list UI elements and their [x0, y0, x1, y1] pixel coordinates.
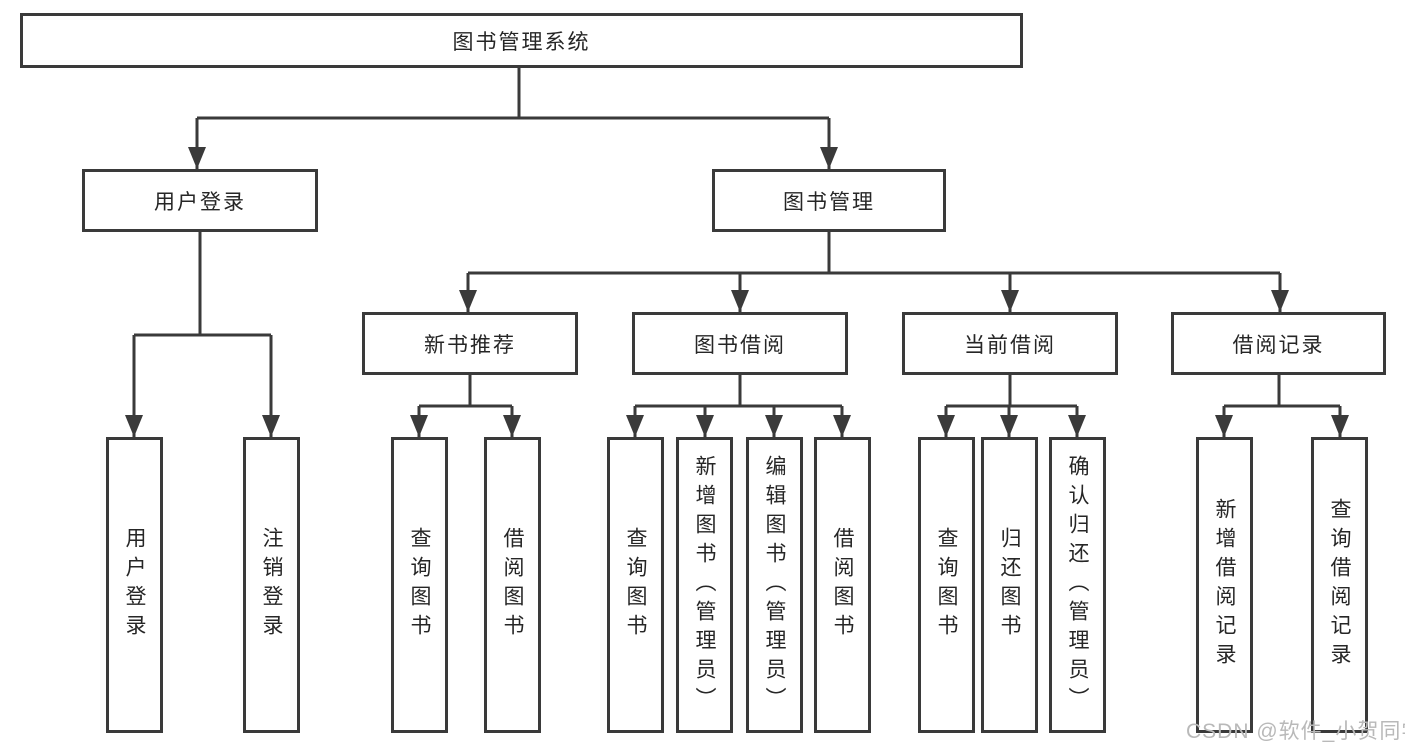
node-library-system: 图书管理系统 [20, 13, 1023, 68]
leaf-add-borrow-record: 新增借阅记录 [1196, 437, 1253, 733]
node-label: 新增图书（管理员） [693, 454, 716, 716]
node-user-login: 用户登录 [82, 169, 318, 232]
leaf-query-books-borrowing: 查询图书 [607, 437, 664, 733]
leaf-return-books: 归还图书 [981, 437, 1038, 733]
node-label: 图书管理系统 [452, 30, 591, 54]
node-book-borrowing: 图书借阅 [632, 312, 848, 375]
leaf-add-book-admin: 新增图书（管理员） [676, 437, 733, 733]
node-label: 图书借阅 [694, 333, 786, 357]
node-label: 注销登录 [260, 527, 283, 643]
node-label: 编辑图书（管理员） [763, 454, 786, 716]
leaf-logout: 注销登录 [243, 437, 300, 733]
node-new-book-recommend: 新书推荐 [362, 312, 578, 375]
leaf-query-books-current: 查询图书 [918, 437, 975, 733]
node-label: 新增借阅记录 [1213, 498, 1236, 672]
leaf-query-books-recommend: 查询图书 [391, 437, 448, 733]
node-label: 查询图书 [624, 527, 647, 643]
node-borrow-records: 借阅记录 [1171, 312, 1386, 375]
csdn-watermark: CSDN @软件_小贺同学 [1186, 720, 1405, 743]
node-label: 查询图书 [408, 527, 431, 643]
node-label: 用户登录 [123, 527, 146, 643]
node-label: 借阅图书 [501, 527, 524, 643]
leaf-borrow-books: 借阅图书 [814, 437, 871, 733]
node-label: 用户登录 [154, 190, 246, 214]
node-label: 借阅记录 [1232, 333, 1325, 357]
node-current-borrowing: 当前借阅 [902, 312, 1118, 375]
node-label: 查询图书 [935, 527, 958, 643]
node-book-management: 图书管理 [712, 169, 946, 232]
node-label: 确认归还（管理员） [1066, 454, 1089, 716]
node-label: 新书推荐 [424, 333, 516, 357]
leaf-user-login: 用户登录 [106, 437, 163, 733]
leaf-confirm-return-admin: 确认归还（管理员） [1049, 437, 1106, 733]
node-label: 归还图书 [998, 527, 1021, 643]
leaf-borrow-books-recommend: 借阅图书 [484, 437, 541, 733]
leaf-edit-book-admin: 编辑图书（管理员） [746, 437, 803, 733]
node-label: 图书管理 [783, 190, 875, 214]
leaf-query-borrow-record: 查询借阅记录 [1311, 437, 1368, 733]
node-label: 查询借阅记录 [1328, 498, 1351, 672]
node-label: 当前借阅 [964, 333, 1056, 357]
node-label: 借阅图书 [831, 527, 854, 643]
